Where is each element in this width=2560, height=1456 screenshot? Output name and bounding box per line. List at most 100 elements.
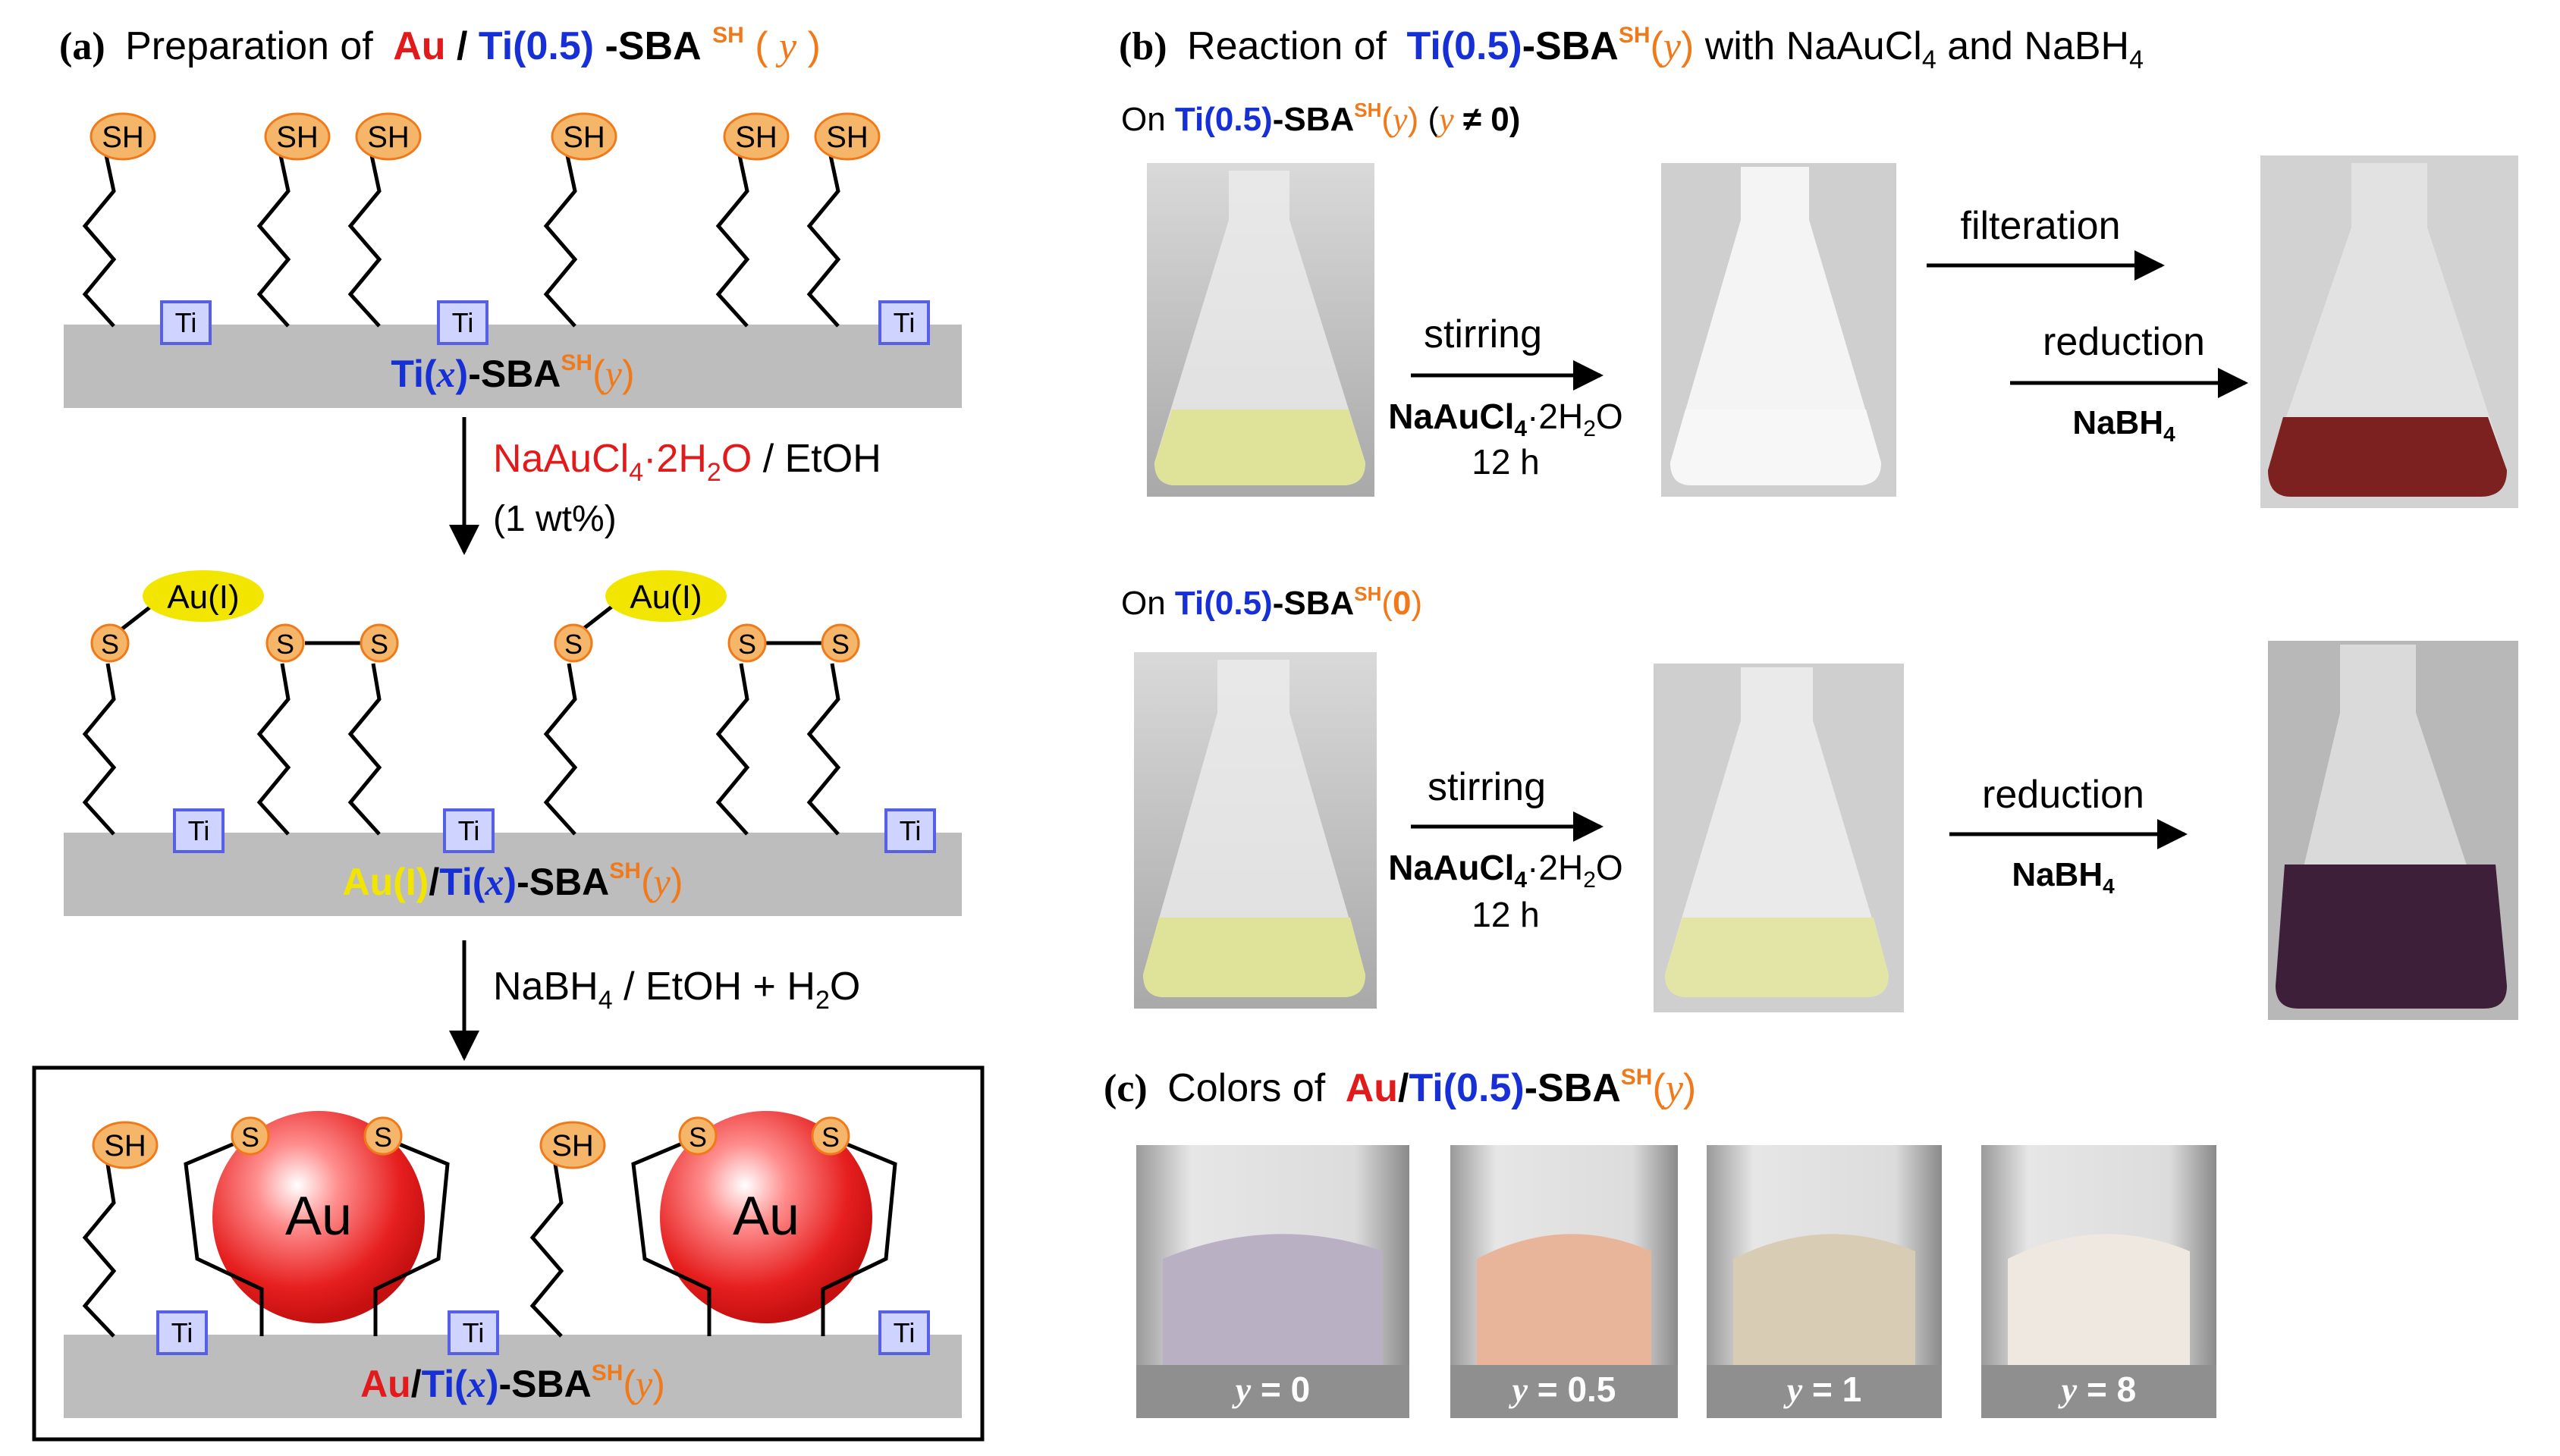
sh-group: SH [539, 1121, 606, 1169]
thiol-chains-1 [82, 155, 841, 328]
svg-text:S: S [374, 1122, 392, 1153]
svg-text:S: S [821, 1122, 840, 1153]
sh-group: SH [723, 112, 790, 161]
flask-photo-stirred-1 [1661, 163, 1896, 497]
sh-group: SH [814, 112, 881, 161]
s-atom: S [363, 1116, 403, 1156]
s-atom: S [554, 623, 593, 663]
svg-text:S: S [831, 629, 850, 660]
powder-sample [1733, 1234, 1915, 1365]
sh-group: SH [90, 112, 156, 161]
reagent-label-2: NaAuCl4·2H2O [1388, 848, 1622, 893]
flask-photo-reduced-2 [2268, 641, 2518, 1020]
sh-groups-3: SH SH [92, 1121, 606, 1169]
ti-sites-1: Ti Ti Ti [160, 300, 930, 345]
ti-site: Ti [160, 300, 212, 345]
svg-text:SH: SH [563, 121, 605, 154]
svg-text:SH: SH [367, 121, 410, 154]
svg-text:Au(I): Au(I) [167, 579, 239, 616]
svg-text:Au: Au [733, 1186, 799, 1247]
reduction-label-1: reduction [2043, 320, 2205, 364]
s-atom: S [821, 623, 860, 663]
ti-sites-3: Ti Ti Ti [156, 1310, 930, 1355]
sample-vial: y = 1 [1707, 1145, 1942, 1418]
row-1-label: On Ti(0.5)-SBASH(y) (y ≠ 0) [1121, 99, 1520, 138]
ti-site: Ti [173, 808, 225, 853]
svg-text:SH: SH [551, 1129, 594, 1163]
ti-site: Ti [878, 300, 930, 345]
sh-group: SH [551, 112, 617, 161]
reduction-label-2: reduction [1982, 773, 2144, 817]
ti-sites-2: Ti Ti Ti [173, 808, 936, 853]
sh-group: SH [92, 1121, 159, 1169]
svg-text:Ti: Ti [171, 1317, 193, 1348]
svg-text:SH: SH [102, 121, 144, 154]
reagent-label-1: NaAuCl4·2H2O [1388, 397, 1622, 441]
s-atoms-2: S S S S S S [90, 623, 860, 663]
powder-sample [1163, 1234, 1383, 1365]
svg-text:Ti: Ti [894, 307, 916, 338]
formula-slash: / [457, 24, 467, 68]
svg-text:SH: SH [276, 121, 319, 154]
ti-site: Ti [437, 300, 488, 345]
svg-text:S: S [689, 1122, 707, 1153]
svg-text:S: S [241, 1122, 259, 1153]
surface-label-1: Ti(x)-SBASH(y) [391, 350, 634, 395]
powder-sample [2008, 1234, 2190, 1365]
vial-base [1450, 1365, 1678, 1418]
au-nanoparticle: Au [212, 1111, 425, 1323]
surface-label-3: Au/Ti(x)-SBASH(y) [360, 1360, 665, 1405]
time-label-2: 12 h [1472, 895, 1540, 934]
nabh4-label-2: NaBH4 [2012, 856, 2115, 898]
reagent-1-amount: (1 wt%) [493, 499, 617, 539]
sh-group: SH [264, 112, 331, 161]
flask-photo-reduced-1 [2260, 155, 2518, 508]
sample-label: y = 0.5 [1509, 1370, 1616, 1409]
sample-vials: y = 0 y = 0.5 y = 1 y = 8 [1136, 1145, 2216, 1418]
formula-sba: -SBA [605, 24, 702, 68]
s-atom: S [727, 623, 767, 663]
panel-a-title-text: Preparation of [125, 24, 373, 68]
svg-text:S: S [101, 629, 119, 660]
formula-au: Au [393, 24, 445, 68]
bound-chains [184, 1135, 897, 1336]
sample-label: y = 0 [1232, 1370, 1310, 1409]
svg-text:S: S [370, 629, 388, 660]
svg-text:SH: SH [826, 121, 869, 154]
svg-text:Ti: Ti [900, 815, 922, 846]
au-nanoparticle: Au [660, 1111, 872, 1323]
svg-text:S: S [564, 629, 583, 660]
stirring-label-1: stirring [1424, 312, 1542, 356]
surface-label-2: Au(I)/Ti(x)-SBASH(y) [342, 858, 683, 903]
s-atoms-3: S S S S [231, 1116, 850, 1156]
au1-complexes: Au(I) Au(I) [143, 570, 727, 622]
s-atom: S [231, 1116, 270, 1156]
svg-text:SH: SH [104, 1129, 146, 1163]
svg-text:Ti: Ti [188, 815, 210, 846]
silica-surface-3 [64, 1335, 962, 1418]
ti-site: Ti [156, 1310, 208, 1355]
panel-c-title: (c) Colors of Au/Ti(0.5)-SBASH(y) [1104, 1065, 1696, 1110]
svg-text:Ti: Ti [175, 307, 197, 338]
svg-text:Ti: Ti [452, 307, 474, 338]
panel-a: (a) Preparation of Au / Ti(0.5) -SBA SH … [32, 23, 985, 1442]
sample-vial: y = 8 [1981, 1145, 2216, 1418]
sample-label: y = 8 [2058, 1370, 2136, 1409]
ti-site: Ti [878, 1310, 930, 1355]
flask-photo-initial-2 [1134, 652, 1377, 1009]
thiol-chains-2 [82, 601, 841, 836]
svg-text:Au: Au [285, 1186, 352, 1247]
sample-label: y = 1 [1783, 1370, 1861, 1409]
reagent-1-label: NaAuCl4·2H2O / EtOH [493, 437, 881, 487]
thiol-chains-3 [82, 1163, 564, 1338]
sample-vial: y = 0.5 [1450, 1145, 1678, 1418]
sh-group: SH [355, 112, 422, 161]
reagent-2-label: NaBH4 / EtOH + H2O [493, 965, 860, 1015]
s-atom: S [811, 1116, 850, 1156]
au-nanoparticles: Au Au [212, 1111, 872, 1323]
au1-badge: Au(I) [143, 570, 264, 622]
ti-site: Ti [443, 808, 495, 853]
vial-base [1707, 1365, 1942, 1418]
ti-site: Ti [448, 1310, 499, 1355]
svg-text:S: S [738, 629, 756, 660]
